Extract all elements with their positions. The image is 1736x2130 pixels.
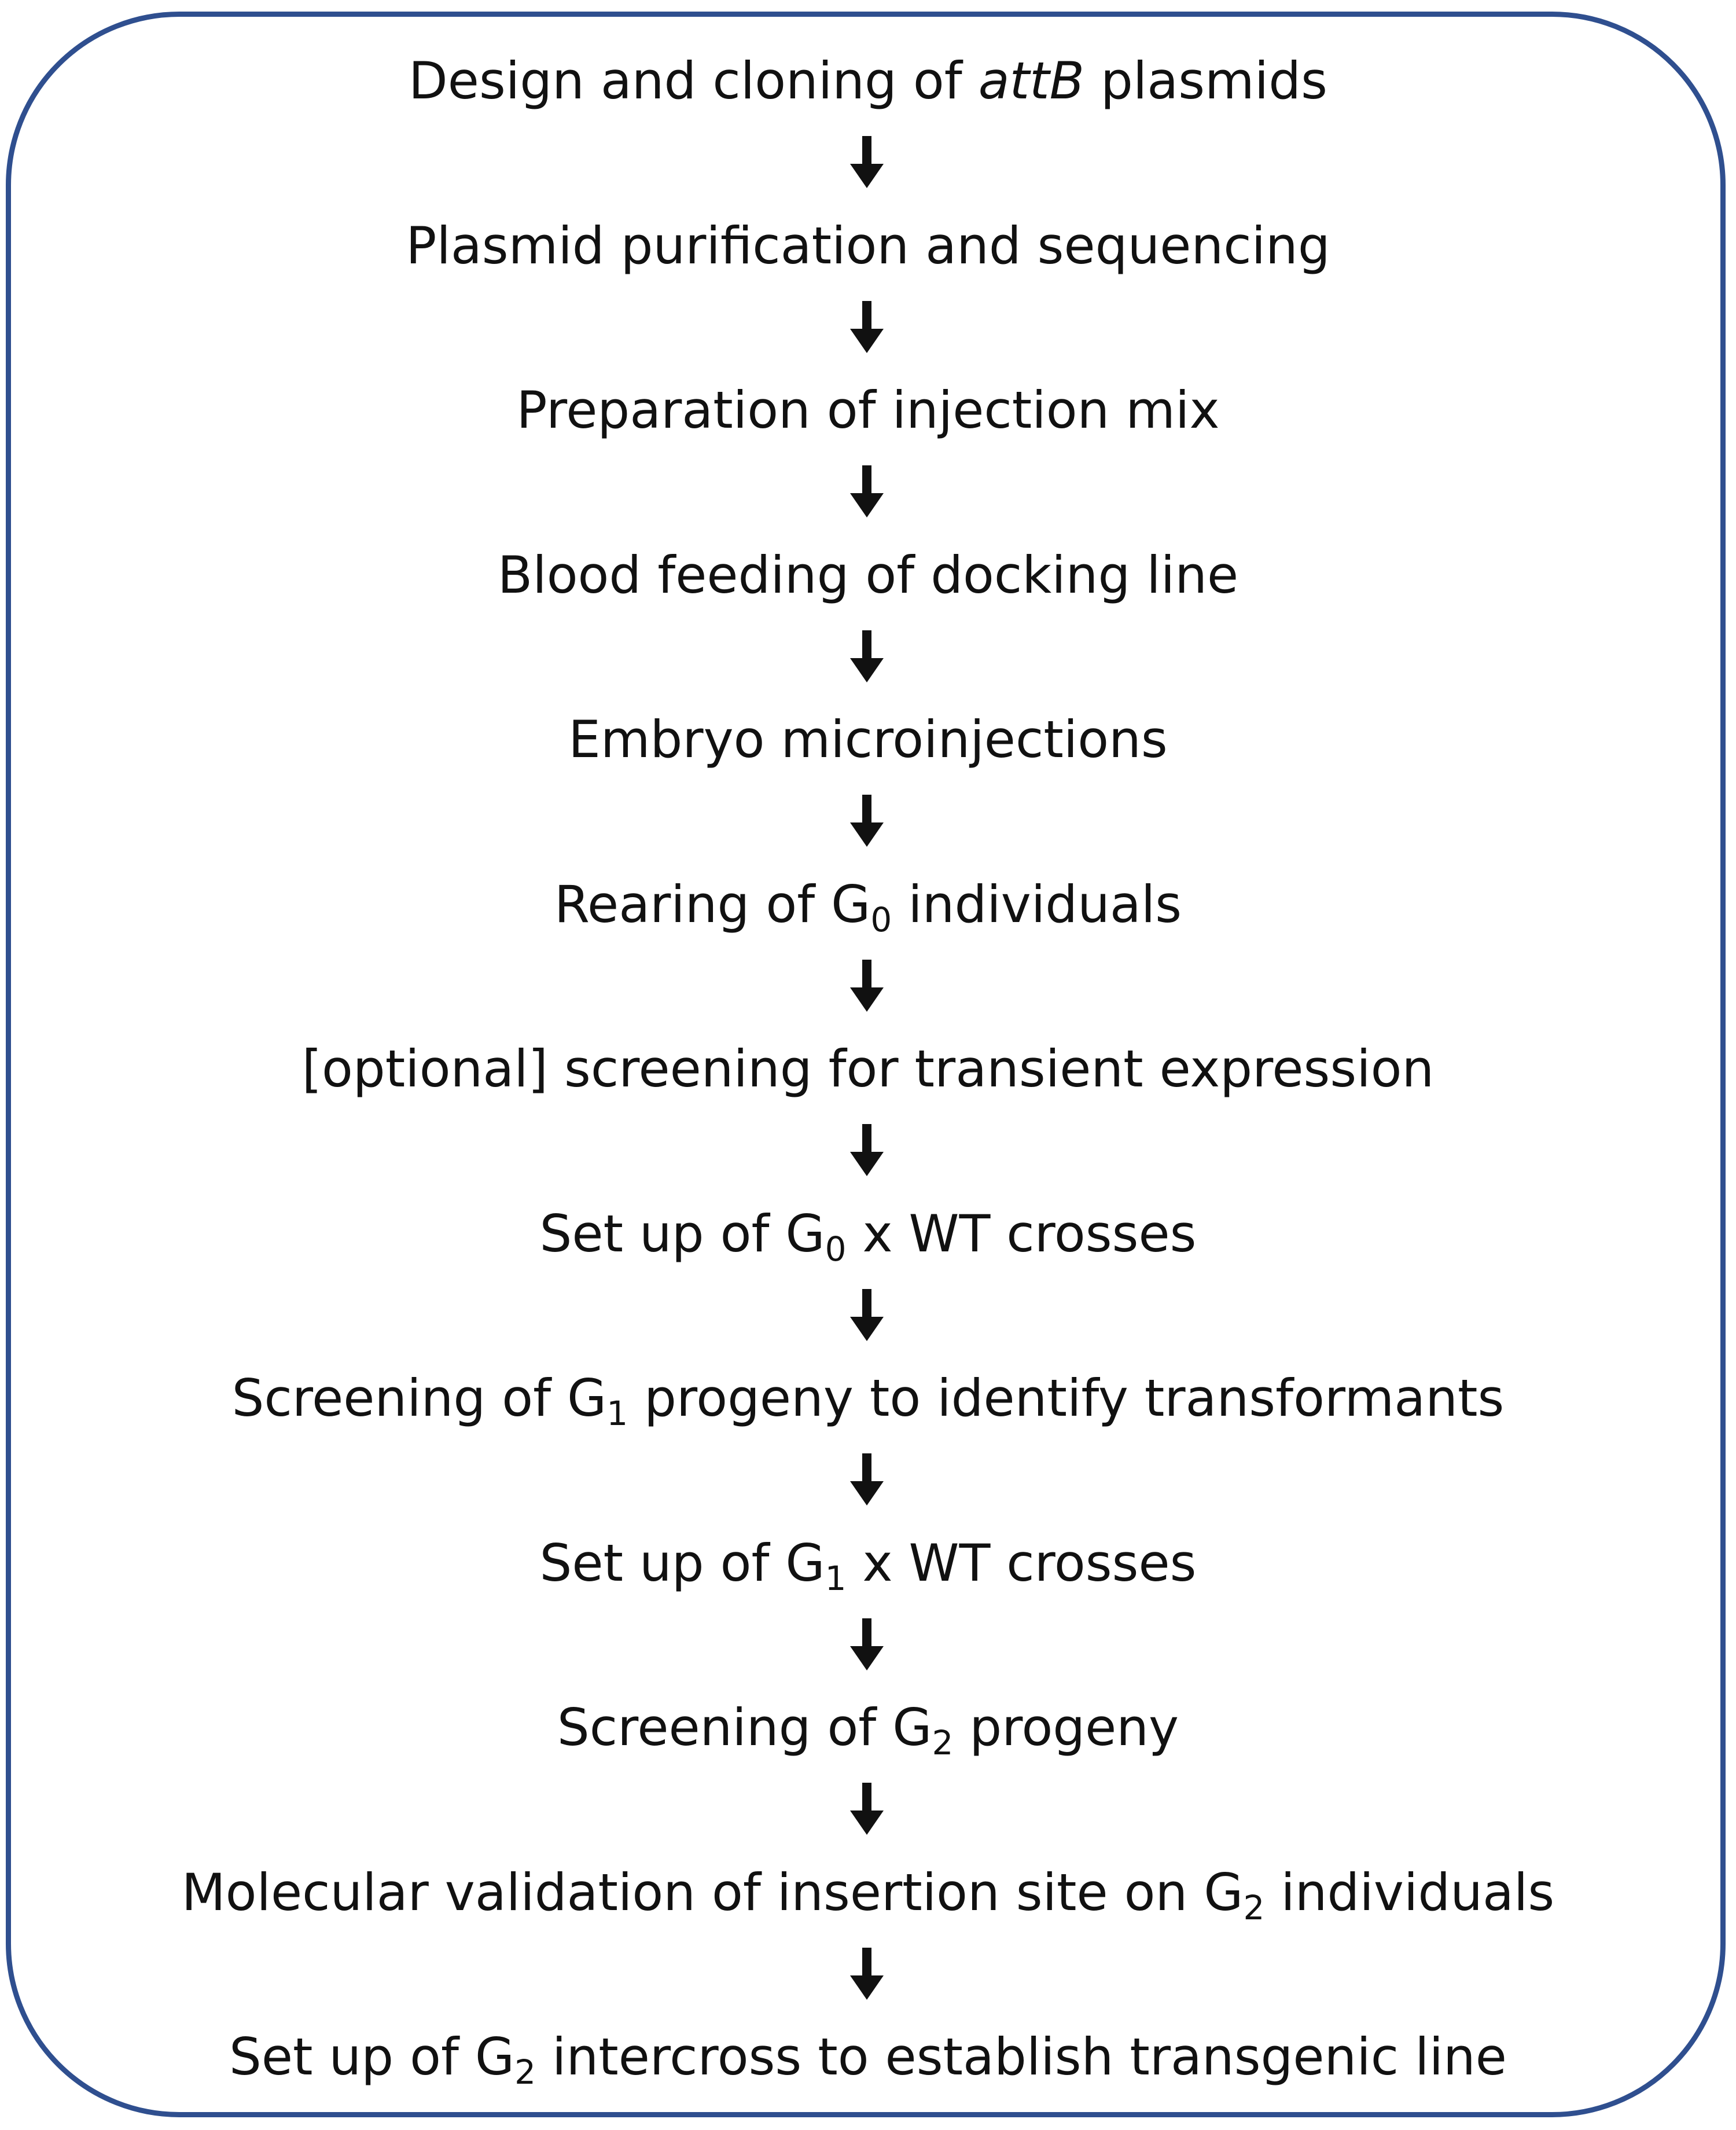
step-13: Set up of G2 intercross to establish tra… <box>0 2025 1736 2089</box>
down-arrow-icon <box>847 1618 887 1670</box>
step-text: x WT crosses <box>846 1533 1197 1593</box>
step-4: Blood feeding of docking line <box>0 543 1736 607</box>
step-text: Set up of G <box>539 1203 825 1264</box>
step-text: Preparation of injection mix <box>516 380 1220 440</box>
step-text: Blood feeding of docking line <box>497 545 1239 605</box>
step-text: plasmids <box>1084 51 1327 111</box>
step-7: [optional] screening for transient expre… <box>0 1037 1736 1101</box>
generation-subscript: 0 <box>870 899 892 939</box>
step-text: individuals <box>1264 1862 1555 1922</box>
step-text-italic: attB <box>978 51 1084 111</box>
step-text: progeny to identify transformants <box>628 1368 1505 1428</box>
down-arrow-icon <box>847 1947 887 2000</box>
step-12: Molecular validation of insertion site o… <box>0 1861 1736 1925</box>
step-5: Embryo microinjections <box>0 708 1736 772</box>
down-arrow-icon <box>847 795 887 847</box>
step-text: Screening of G <box>557 1698 932 1757</box>
generation-subscript: 1 <box>606 1394 628 1434</box>
step-text: Set up of G <box>539 1533 825 1593</box>
step-text: intercross to establish transgenic line <box>536 2027 1507 2087</box>
step-text: progeny <box>953 1698 1179 1757</box>
flowchart-frame <box>6 12 1726 2117</box>
down-arrow-icon <box>847 300 887 353</box>
generation-subscript: 1 <box>825 1558 847 1598</box>
down-arrow-icon <box>847 136 887 188</box>
step-text: Embryo microinjections <box>568 710 1168 769</box>
step-2: Plasmid purification and sequencing <box>0 214 1736 278</box>
step-8: Set up of G0 x WT crosses <box>0 1202 1736 1266</box>
step-10: Set up of G1 x WT crosses <box>0 1532 1736 1595</box>
step-text: [optional] screening for transient expre… <box>301 1039 1435 1099</box>
step-text: Design and cloning of <box>409 51 979 111</box>
step-text: Rearing of G <box>554 874 871 934</box>
step-text: x WT crosses <box>846 1203 1197 1264</box>
down-arrow-icon <box>847 1288 887 1341</box>
step-text: Plasmid purification and sequencing <box>406 215 1330 276</box>
generation-subscript: 2 <box>1243 1887 1265 1927</box>
down-arrow-icon <box>847 959 887 1012</box>
down-arrow-icon <box>847 465 887 517</box>
down-arrow-icon <box>847 630 887 682</box>
generation-subscript: 2 <box>932 1723 954 1763</box>
step-1: Design and cloning of attB plasmids <box>0 49 1736 113</box>
down-arrow-icon <box>847 1783 887 1835</box>
step-text: Set up of G <box>229 2027 515 2087</box>
step-3: Preparation of injection mix <box>0 379 1736 442</box>
generation-subscript: 2 <box>514 2052 536 2092</box>
generation-subscript: 0 <box>825 1229 847 1269</box>
step-text: Screening of G <box>231 1368 607 1428</box>
step-6: Rearing of G0 individuals <box>0 873 1736 937</box>
down-arrow-icon <box>847 1453 887 1505</box>
step-text: Molecular validation of insertion site o… <box>181 1862 1244 1922</box>
step-11: Screening of G2 progeny <box>0 1696 1736 1760</box>
step-text: individuals <box>892 874 1182 934</box>
step-9: Screening of G1 progeny to identify tran… <box>0 1367 1736 1430</box>
down-arrow-icon <box>847 1124 887 1176</box>
